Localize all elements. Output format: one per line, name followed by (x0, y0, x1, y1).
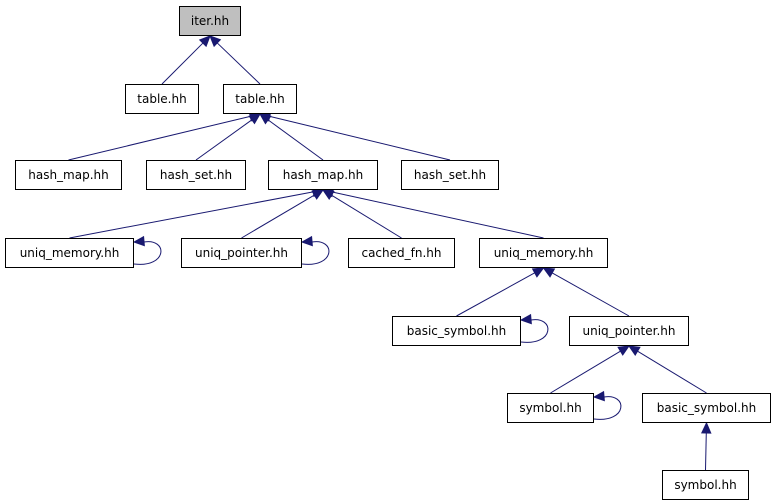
node-uniq-memory-2[interactable]: uniq_memory.hh (479, 238, 608, 268)
node-symbol-1[interactable]: symbol.hh (507, 393, 594, 423)
edge-bsym1-to-umem2 (456, 272, 535, 317)
node-uniq-memory-1[interactable]: uniq_memory.hh (5, 238, 134, 268)
edge-sym1-to-uptr2 (550, 350, 621, 394)
node-table-2[interactable]: table.hh (223, 84, 297, 114)
self-loop-bsym1-arrowhead (519, 313, 532, 325)
edge-hset1-to-table2-arrowhead (248, 113, 261, 125)
edge-uptr2-to-umem2 (551, 272, 630, 317)
edge-bsym2-to-uptr2-arrowhead (627, 345, 641, 356)
self-loop-sym1 (593, 396, 622, 420)
edge-sym2-to-bsym2-arrowhead (701, 421, 712, 434)
self-loop-uptr1 (301, 241, 330, 265)
edge-uptr2-to-umem2-arrowhead (542, 267, 556, 278)
edge-hset1-to-table2 (195, 119, 253, 161)
node-iter[interactable]: iter.hh (179, 6, 241, 36)
node-hash-set-2[interactable]: hash_set.hh (401, 160, 499, 190)
node-basic-symbol-2[interactable]: basic_symbol.hh (642, 393, 771, 423)
edge-cfn-to-hmap2 (331, 194, 402, 239)
node-hash-set-1[interactable]: hash_set.hh (146, 160, 246, 190)
edge-umem2-to-hmap2 (332, 191, 544, 239)
edge-uptr1-to-hmap2 (241, 194, 315, 239)
self-loop-bsym1 (520, 319, 549, 343)
node-cached-fn[interactable]: cached_fn.hh (348, 238, 455, 268)
node-table-1[interactable]: table.hh (125, 84, 199, 114)
edge-hset2-to-table2 (269, 115, 451, 161)
edge-hmap1-to-table2 (68, 115, 251, 161)
node-symbol-2[interactable]: symbol.hh (662, 470, 749, 500)
edge-umem1-to-hmap2 (69, 191, 314, 239)
node-basic-symbol-1[interactable]: basic_symbol.hh (392, 316, 521, 346)
self-loop-umem1-arrowhead (132, 235, 145, 247)
self-loop-sym1-arrowhead (592, 390, 605, 402)
edge-uptr1-to-hmap2-arrowhead (311, 189, 325, 200)
edge-bsym2-to-uptr2 (637, 350, 707, 394)
node-hash-map-1[interactable]: hash_map.hh (15, 160, 122, 190)
edge-bsym1-to-umem2-arrowhead (531, 267, 545, 278)
edge-hmap2-to-table2 (267, 119, 324, 161)
node-uniq-pointer-2[interactable]: uniq_pointer.hh (569, 316, 689, 346)
node-uniq-pointer-1[interactable]: uniq_pointer.hh (181, 238, 302, 268)
edge-sym1-to-uptr2-arrowhead (617, 345, 631, 356)
edge-table2-to-iter (216, 42, 261, 85)
edge-table1-to-iter (161, 42, 204, 85)
self-loop-umem1 (133, 241, 162, 265)
self-loop-uptr1-arrowhead (300, 235, 313, 247)
node-hash-map-2[interactable]: hash_map.hh (268, 160, 378, 190)
edge-sym2-to-bsym2 (705, 432, 707, 471)
